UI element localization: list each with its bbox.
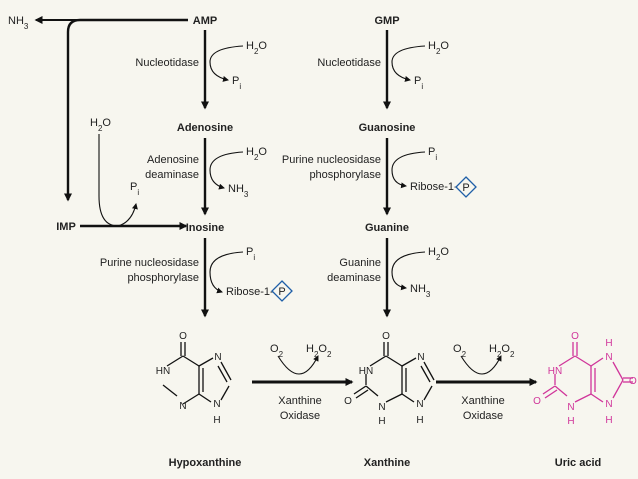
atom-o: O bbox=[571, 331, 579, 342]
enzyme-adenosine-deaminase-line-2: deaminase bbox=[145, 169, 199, 181]
cofactor-o2-1: O2 bbox=[270, 343, 284, 359]
compound-hypoxanthine: Hypoxanthine bbox=[169, 457, 242, 469]
enzyme-guanine-deaminase-line-1: Guanine bbox=[339, 257, 381, 269]
cofactor-pi-guanosine: Pi bbox=[428, 146, 437, 162]
cofactor-h2o2-2: H2O2 bbox=[489, 343, 515, 359]
atom-o: O bbox=[382, 331, 390, 342]
enzyme-nucleotidase-1: Nucleotidase bbox=[135, 57, 199, 69]
atom-n: N bbox=[417, 352, 424, 363]
atom-n: N bbox=[213, 399, 220, 410]
cofactor-nh3-adenosine-deaminase: NH3 bbox=[228, 183, 249, 199]
enzyme-pnp-guanosine-line-2: phosphorylase bbox=[309, 169, 381, 181]
cofactor-arrows bbox=[98, 45, 502, 375]
atom-hn: HN bbox=[359, 366, 373, 377]
cofactor-h2o-adenosine-deaminase: H2O bbox=[246, 146, 267, 162]
atom-o: O bbox=[179, 331, 187, 342]
cofactor-h2o2-1: H2O2 bbox=[306, 343, 332, 359]
uric-acid-atoms: O HN O N H H N O N H bbox=[533, 331, 637, 427]
compound-guanine: Guanine bbox=[365, 222, 409, 234]
enzyme-pnp-inosine-line-1: Purine nucleosidase bbox=[100, 257, 199, 269]
phosphate-badge-inosine: P bbox=[271, 280, 293, 302]
atom-hn: HN bbox=[156, 366, 170, 377]
compound-gmp: GMP bbox=[374, 15, 399, 27]
compound-amp: AMP bbox=[193, 15, 217, 27]
compound-guanosine: Guanosine bbox=[359, 122, 416, 134]
compound-labels: AMP GMP Adenosine Guanosine IMP Inosine … bbox=[56, 15, 601, 469]
cofactor-ribose-1-p-inosine: Ribose-1- bbox=[226, 286, 274, 298]
cofactor-pi-inosine: Pi bbox=[246, 246, 255, 262]
compound-inosine: Inosine bbox=[186, 222, 225, 234]
atom-h: H bbox=[567, 416, 574, 427]
compound-xanthine: Xanthine bbox=[364, 457, 410, 469]
xanthine-atoms: O HN O N H N N H bbox=[344, 331, 425, 427]
enzyme-xanthine-oxidase-1-line-1: Xanthine bbox=[278, 395, 321, 407]
side-arrow-o2-h2o2-1 bbox=[277, 355, 319, 375]
cofactor-ribose-1-p-guanosine: Ribose-1- bbox=[410, 181, 458, 193]
atom-n: N bbox=[214, 352, 221, 363]
enzyme-xanthine-oxidase-2-line-2: Oxidase bbox=[463, 410, 503, 422]
compound-adenosine: Adenosine bbox=[177, 122, 233, 134]
cofactor-h2o-nucleotidase-2: H2O bbox=[428, 40, 449, 56]
atom-n: N bbox=[605, 399, 612, 410]
uric-acid-structure bbox=[542, 342, 633, 403]
atom-n: N bbox=[378, 402, 385, 413]
atom-n: N bbox=[416, 399, 423, 410]
atom-n: N bbox=[567, 402, 574, 413]
side-arrow-pnp-guanosine bbox=[391, 151, 426, 189]
side-arrow-h2o-pi-imp bbox=[98, 134, 138, 227]
atom-o: O bbox=[344, 396, 352, 407]
atom-n: N bbox=[605, 352, 612, 363]
atom-h: H bbox=[605, 338, 612, 349]
xanthine-structure bbox=[353, 342, 435, 403]
main-arrows bbox=[34, 16, 538, 386]
cofactor-labels: NH3 H2O Pi H2O Pi H2O NH3 Pi Ribose-1- H… bbox=[8, 15, 515, 359]
compound-imp: IMP bbox=[56, 221, 76, 233]
side-arrow-guanine-deaminase bbox=[391, 251, 426, 291]
phosphate-label: P bbox=[462, 182, 469, 194]
enzyme-xanthine-oxidase-1-line-2: Oxidase bbox=[280, 410, 320, 422]
atom-h: H bbox=[605, 415, 612, 426]
hypoxanthine-atoms: O HN N N N H bbox=[156, 331, 222, 426]
phosphate-badge-guanosine: P bbox=[455, 176, 477, 198]
cofactor-h2o-guanine-deaminase: H2O bbox=[428, 246, 449, 262]
side-arrow-o2-h2o2-2 bbox=[460, 355, 502, 375]
cofactor-h2o-nucleotidase-1: H2O bbox=[246, 40, 267, 56]
side-arrow-adenosine-deaminase bbox=[209, 151, 244, 190]
cofactor-nh3-released: NH3 bbox=[8, 15, 29, 31]
phosphate-label: P bbox=[278, 286, 285, 298]
enzyme-xanthine-oxidase-2-line-1: Xanthine bbox=[461, 395, 504, 407]
hypoxanthine-structure bbox=[162, 342, 232, 405]
atom-o: O bbox=[533, 396, 541, 407]
cofactor-h2o-imp: H2O bbox=[90, 117, 111, 133]
compound-uric-acid: Uric acid bbox=[555, 457, 601, 469]
side-arrow-nucleotidase-2 bbox=[391, 45, 426, 82]
cofactor-nh3-guanine-deaminase: NH3 bbox=[410, 283, 431, 299]
atom-h: H bbox=[213, 415, 220, 426]
side-arrow-nucleotidase-1 bbox=[209, 45, 244, 82]
cofactor-o2-2: O2 bbox=[453, 343, 467, 359]
enzyme-adenosine-deaminase-line-1: Adenosine bbox=[147, 154, 199, 166]
enzyme-labels: Nucleotidase Nucleotidase Adenosine deam… bbox=[100, 57, 505, 422]
atom-h: H bbox=[416, 415, 423, 426]
cofactor-pi-nucleotidase-1: Pi bbox=[232, 75, 241, 91]
enzyme-nucleotidase-2: Nucleotidase bbox=[317, 57, 381, 69]
enzyme-guanine-deaminase-line-2: deaminase bbox=[327, 272, 381, 284]
cofactor-pi-imp: Pi bbox=[130, 181, 139, 197]
atom-n: N bbox=[179, 401, 186, 412]
enzyme-pnp-inosine-line-2: phosphorylase bbox=[127, 272, 199, 284]
atom-o: O bbox=[629, 376, 637, 387]
atom-hn: HN bbox=[548, 366, 562, 377]
enzyme-pnp-guanosine-line-1: Purine nucleosidase bbox=[282, 154, 381, 166]
arrow-amp-to-imp bbox=[64, 18, 188, 202]
cofactor-pi-nucleotidase-2: Pi bbox=[414, 75, 423, 91]
side-arrow-pnp-inosine bbox=[209, 251, 244, 294]
atom-h: H bbox=[378, 416, 385, 427]
